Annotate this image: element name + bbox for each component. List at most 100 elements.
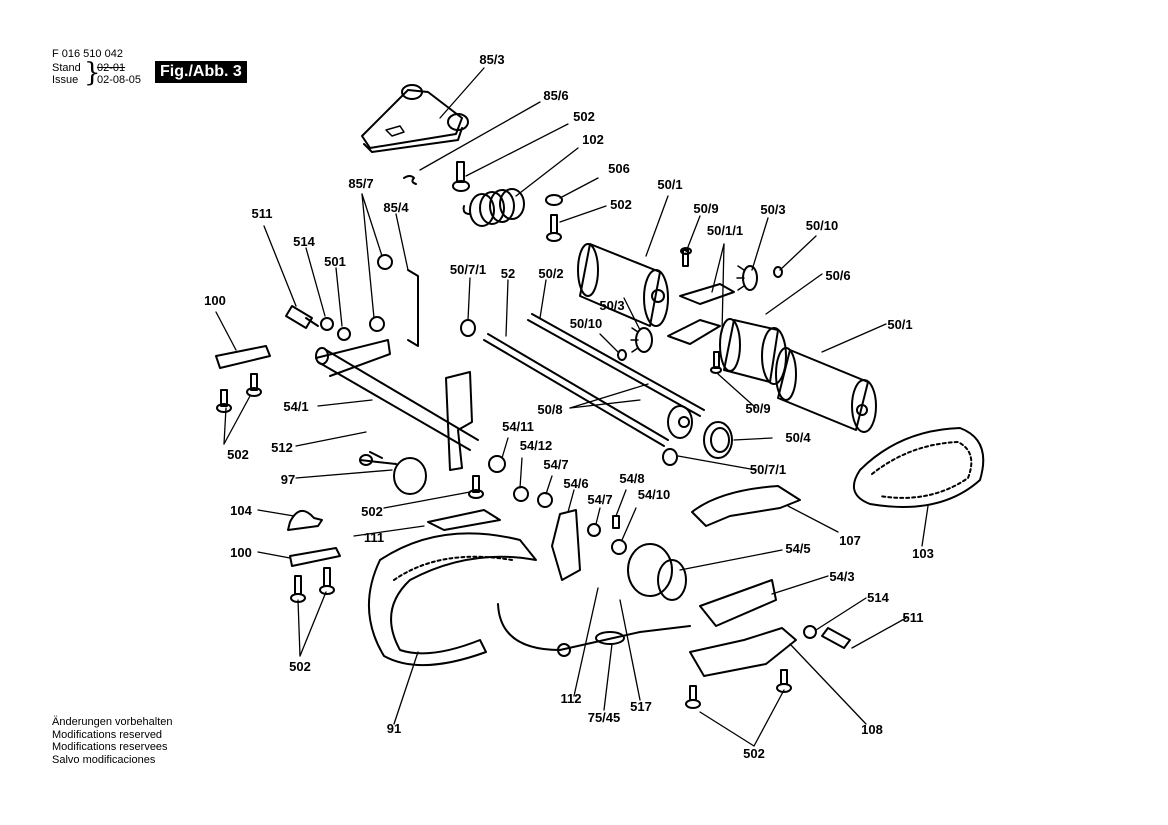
drawing-stroke bbox=[468, 489, 484, 499]
callout-50-7-1[interactable]: 50/7/1 bbox=[449, 262, 487, 277]
callout-502[interactable]: 502 bbox=[743, 746, 765, 761]
callout-511[interactable]: 511 bbox=[902, 610, 924, 625]
screw-502c-part bbox=[216, 389, 232, 413]
callout-502[interactable]: 502 bbox=[573, 109, 595, 124]
belt-103-part bbox=[852, 427, 985, 508]
clutch-54-5-part bbox=[627, 543, 687, 601]
callout-85-3[interactable]: 85/3 bbox=[479, 52, 505, 67]
drawing-stroke bbox=[294, 575, 302, 595]
callout-50-9[interactable]: 50/9 bbox=[745, 401, 771, 416]
callout-502[interactable]: 502 bbox=[289, 659, 311, 674]
callout-50-2[interactable]: 50/2 bbox=[538, 266, 564, 281]
callout-54-11[interactable]: 54/11 bbox=[502, 419, 534, 434]
screw-502b-part bbox=[546, 214, 562, 242]
callout-54-8[interactable]: 54/8 bbox=[619, 471, 645, 486]
screw-50-9b-part bbox=[710, 351, 722, 374]
callout-50-3[interactable]: 50/3 bbox=[599, 298, 625, 313]
leader-line bbox=[263, 225, 297, 307]
callout-514[interactable]: 514 bbox=[293, 234, 315, 249]
leader-line bbox=[419, 101, 541, 171]
callout-514[interactable]: 514 bbox=[867, 590, 889, 605]
callout-54-5[interactable]: 54/5 bbox=[785, 541, 811, 556]
stand-label: Stand bbox=[52, 62, 81, 74]
callout-52[interactable]: 52 bbox=[500, 266, 516, 281]
note-en: Modifications reserved bbox=[52, 728, 163, 741]
callout-54-10[interactable]: 54/10 bbox=[637, 487, 671, 502]
callout-91[interactable]: 91 bbox=[386, 721, 402, 736]
drawing-stroke bbox=[713, 351, 720, 369]
callout-100[interactable]: 100 bbox=[204, 293, 226, 308]
callout-50-1-1[interactable]: 50/1/1 bbox=[706, 223, 744, 238]
callout-50-1[interactable]: 50/1 bbox=[657, 177, 683, 192]
callout-85-4[interactable]: 85/4 bbox=[383, 200, 409, 215]
washer-514-part bbox=[320, 317, 334, 331]
callout-111[interactable]: 111 bbox=[363, 530, 385, 545]
callout-502[interactable]: 502 bbox=[610, 197, 632, 212]
drawing-stroke bbox=[401, 84, 423, 100]
drawing-stroke bbox=[317, 349, 479, 451]
leader-line bbox=[595, 507, 601, 525]
callout-75-45[interactable]: 75/45 bbox=[587, 710, 621, 725]
callout-107[interactable]: 107 bbox=[839, 533, 861, 548]
callout-506[interactable]: 506 bbox=[608, 161, 630, 176]
drawing-stroke bbox=[479, 191, 505, 225]
drawing-stroke bbox=[780, 669, 788, 685]
callout-54-7[interactable]: 54/7 bbox=[543, 457, 569, 472]
callout-50-1[interactable]: 50/1 bbox=[887, 317, 913, 332]
callout-511[interactable]: 511 bbox=[251, 206, 273, 221]
drawing-stroke bbox=[472, 475, 480, 493]
callout-108[interactable]: 108 bbox=[861, 722, 883, 737]
cover-107-part bbox=[691, 485, 801, 527]
callout-50-10[interactable]: 50/10 bbox=[805, 218, 839, 233]
screw-50-9-part bbox=[680, 247, 692, 267]
callout-54-6[interactable]: 54/6 bbox=[563, 476, 589, 491]
drawing-stroke bbox=[852, 427, 985, 508]
leader-line bbox=[545, 475, 553, 495]
callout-112[interactable]: 112 bbox=[560, 691, 582, 706]
clamp-104-part bbox=[287, 510, 323, 531]
callout-54-7[interactable]: 54/7 bbox=[587, 492, 613, 507]
drawing-stroke bbox=[736, 265, 745, 291]
callout-54-12[interactable]: 54/12 bbox=[519, 438, 553, 453]
leader-line bbox=[305, 247, 326, 317]
leader-line bbox=[779, 235, 817, 271]
callout-54-1[interactable]: 54/1 bbox=[283, 399, 309, 414]
drawing-stroke bbox=[305, 317, 319, 327]
callout-85-7[interactable]: 85/7 bbox=[348, 176, 374, 191]
washer-85-7-part bbox=[377, 254, 393, 270]
callout-517[interactable]: 517 bbox=[630, 699, 652, 714]
callout-85-6[interactable]: 85/6 bbox=[543, 88, 569, 103]
roller-50-1-part bbox=[577, 243, 669, 327]
callout-103[interactable]: 103 bbox=[912, 546, 934, 561]
drawing-stroke bbox=[550, 214, 558, 234]
leader-line bbox=[515, 147, 579, 197]
callout-54-3[interactable]: 54/3 bbox=[829, 569, 855, 584]
callout-102[interactable]: 102 bbox=[582, 132, 604, 147]
callout-104[interactable]: 104 bbox=[230, 503, 252, 518]
leader-lines bbox=[215, 67, 929, 747]
callout-50-6[interactable]: 50/6 bbox=[825, 268, 851, 283]
callout-50-7-1[interactable]: 50/7/1 bbox=[749, 462, 787, 477]
gear-50-3-part bbox=[736, 265, 758, 291]
leader-line bbox=[353, 525, 425, 537]
callout-512[interactable]: 512 bbox=[271, 440, 293, 455]
issue-date: 02-08-05 bbox=[97, 74, 142, 86]
callout-97[interactable]: 97 bbox=[280, 472, 296, 487]
leader-line bbox=[685, 215, 701, 253]
callout-502[interactable]: 502 bbox=[227, 447, 249, 462]
drawing-stroke bbox=[579, 243, 661, 327]
drawing-stroke bbox=[216, 403, 232, 413]
callout-50-8[interactable]: 50/8 bbox=[537, 402, 563, 417]
screw-502f-part bbox=[776, 669, 792, 693]
clip-50-10b-part bbox=[617, 349, 627, 361]
callout-50-3[interactable]: 50/3 bbox=[760, 202, 786, 217]
callout-50-10[interactable]: 50/10 bbox=[569, 316, 603, 331]
callout-50-9[interactable]: 50/9 bbox=[693, 201, 719, 216]
callout-501[interactable]: 501 bbox=[324, 254, 346, 269]
callout-50-4[interactable]: 50/4 bbox=[785, 430, 811, 445]
callout-100[interactable]: 100 bbox=[230, 545, 252, 560]
drawing-stroke bbox=[393, 457, 427, 495]
leader-line bbox=[921, 505, 929, 547]
bolt-511-part bbox=[285, 305, 319, 329]
callout-502[interactable]: 502 bbox=[361, 504, 383, 519]
